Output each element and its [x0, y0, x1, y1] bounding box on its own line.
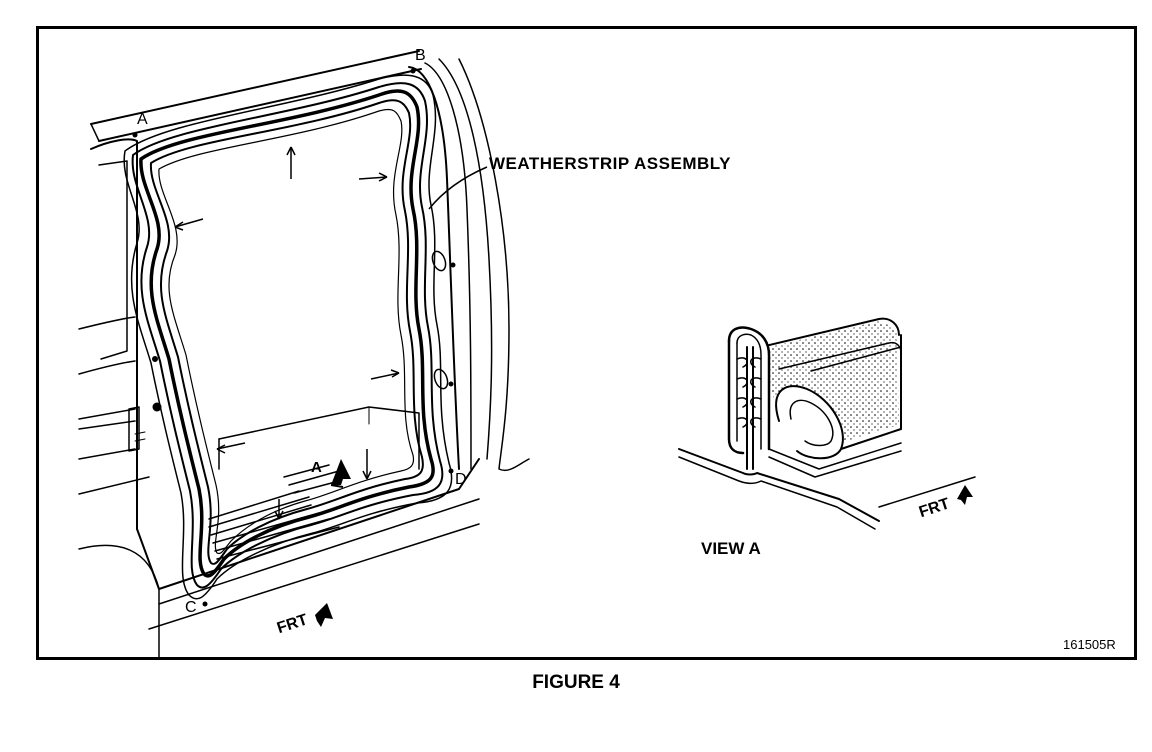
point-b-label: B	[415, 47, 426, 64]
frt-arrow-icon	[315, 603, 333, 627]
view-a-detail-drawing	[678, 317, 976, 530]
indicator-arrows	[174, 146, 400, 520]
point-a-label: A	[137, 111, 148, 128]
figure-frame: WEATHERSTRIP ASSEMBLY A B C D A VIEW A F…	[36, 26, 1137, 660]
point-d-dot	[448, 468, 454, 474]
door-opening-drawing	[78, 50, 530, 657]
view-a-arrow-icon	[330, 459, 351, 488]
figure-caption: FIGURE 4	[532, 672, 620, 693]
view-marker-label: A	[311, 459, 322, 476]
point-b-dot	[410, 68, 416, 74]
weatherstrip-assembly-label: WEATHERSTRIP ASSEMBLY	[489, 154, 731, 173]
weatherstrip-leader-line	[428, 166, 488, 210]
point-d-label: D	[455, 471, 467, 488]
weatherstrip-bead	[123, 74, 453, 600]
reference-points	[132, 68, 454, 607]
figure-id-code: 161505R	[1063, 637, 1116, 652]
view-a-title: VIEW A	[701, 539, 761, 558]
point-c-label: C	[185, 599, 197, 616]
frt-detail-arrow-icon	[957, 485, 973, 505]
point-c-dot	[202, 601, 208, 607]
point-a-dot	[132, 132, 138, 138]
weatherstrip-diagram	[78, 50, 976, 657]
